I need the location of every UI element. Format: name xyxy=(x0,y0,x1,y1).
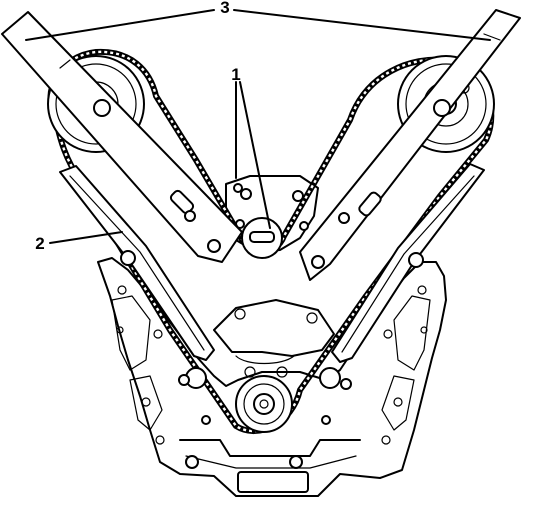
callout-2: 2 xyxy=(35,234,44,253)
right-chain-guide xyxy=(331,163,485,363)
timing-chain xyxy=(47,48,495,434)
fasteners xyxy=(178,183,352,425)
callout-3: 3 xyxy=(220,0,229,17)
callout-labels: 3 1 2 xyxy=(35,0,240,253)
right-camshaft-holding-tool xyxy=(299,9,521,281)
center-idler-sprocket xyxy=(241,217,283,259)
leader-lines xyxy=(25,9,491,244)
left-chain-guide xyxy=(59,165,215,361)
left-camshaft-holding-tool xyxy=(1,11,243,263)
callout-1: 1 xyxy=(231,65,240,84)
crankshaft-sprocket xyxy=(185,299,341,433)
